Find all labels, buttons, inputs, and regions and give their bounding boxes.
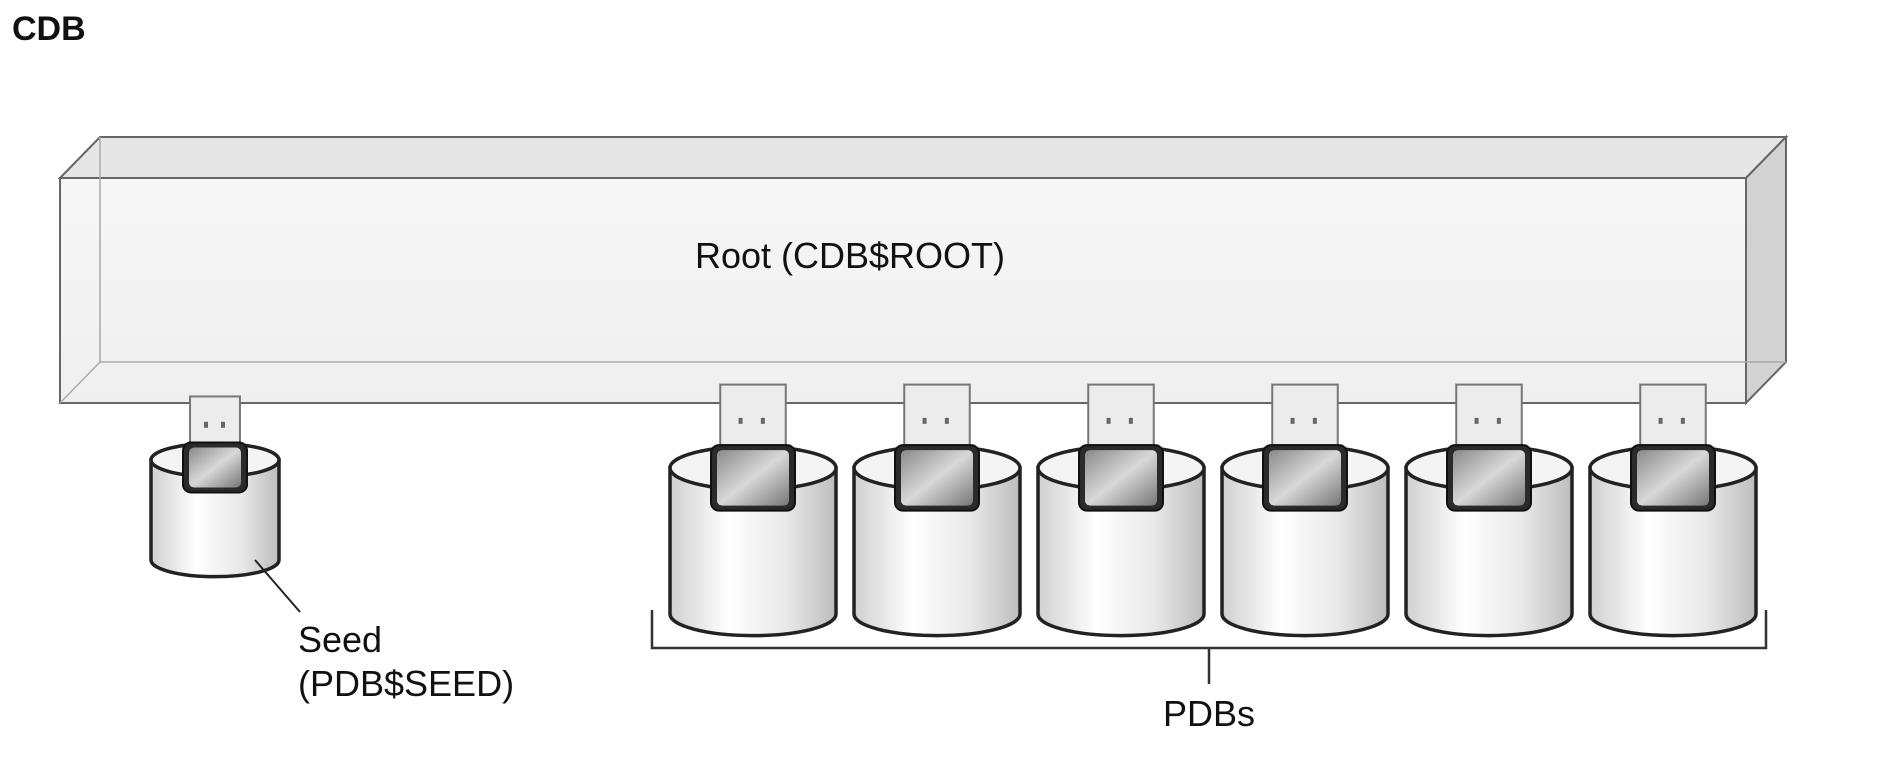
plug-connector (903, 383, 971, 447)
seed-label-line2: (PDB$SEED) (298, 663, 514, 704)
pdb-cylinder (1404, 383, 1574, 638)
cylinder-body (1220, 466, 1390, 638)
cylinder-body (852, 466, 1022, 638)
root-label: Root (CDB$ROOT) (695, 235, 1005, 276)
root-front-face (59, 177, 1747, 404)
plug-pin (738, 417, 743, 424)
plug-pin (204, 421, 209, 428)
plug-face (901, 450, 973, 506)
diagram-title: CDB (12, 10, 86, 48)
root-container: Root (CDB$ROOT) (57, 134, 1789, 406)
pdb-cylinder (1588, 383, 1758, 638)
pdbs-bracket (650, 610, 1768, 684)
pdb-cylinder (668, 383, 838, 638)
plug-pin (1290, 417, 1295, 424)
seed-leader-line (254, 559, 301, 613)
plug-pin (1312, 417, 1317, 424)
root-side-face (1745, 134, 1787, 406)
pdb-cylinder (1220, 383, 1390, 638)
plug-face (189, 447, 241, 488)
plug-connector (1455, 383, 1523, 447)
plug-connector (189, 395, 241, 444)
pdb-group (668, 383, 1758, 638)
plug-pin (922, 417, 927, 424)
seed-database (149, 395, 281, 579)
plug-pin (944, 417, 949, 424)
cylinder-body (149, 458, 281, 579)
pdb-cylinder (1036, 383, 1206, 638)
plug-connector (1271, 383, 1339, 447)
cylinder-body (1588, 466, 1758, 638)
plug-face (1085, 450, 1157, 506)
plug-face (1269, 450, 1341, 506)
pdbs-label: PDBs (1163, 693, 1255, 734)
pdb-cylinder (852, 383, 1022, 638)
root-top-face (57, 136, 1789, 179)
plug-face (717, 450, 789, 506)
cylinder-body (668, 466, 838, 638)
plug-face (1637, 450, 1709, 506)
seed-cylinder (149, 395, 281, 579)
plug-pin (1474, 417, 1479, 424)
plug-pin (1496, 417, 1501, 424)
cylinder-body (1404, 466, 1574, 638)
plug-pin (1106, 417, 1111, 424)
plug-pin (1128, 417, 1133, 424)
cylinder-body (1036, 466, 1206, 638)
plug-face (1453, 450, 1525, 506)
plug-pin (760, 417, 765, 424)
plug-connector (719, 383, 787, 447)
plug-connector (1639, 383, 1707, 447)
plug-pin (1658, 417, 1663, 424)
plug-connector (1087, 383, 1155, 447)
plug-pin (220, 421, 225, 428)
plug-pin (1680, 417, 1685, 424)
seed-label-line1: Seed (298, 619, 382, 660)
